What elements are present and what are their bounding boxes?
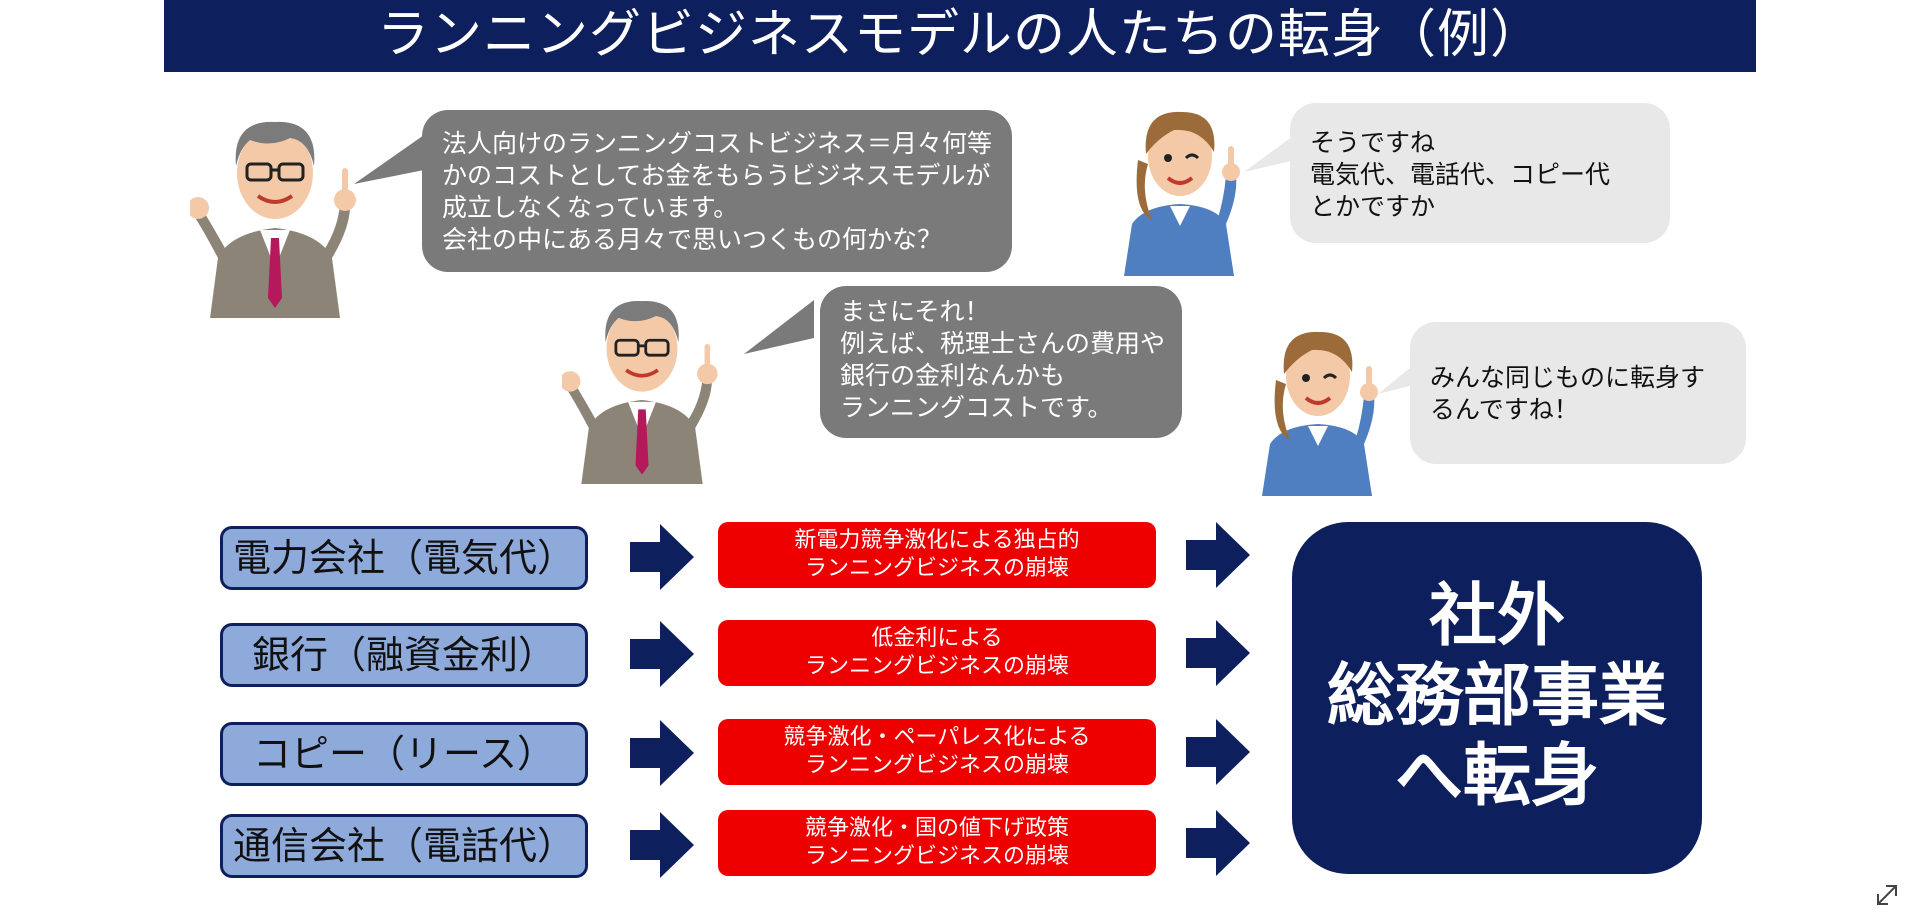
- page-title: ランニングビジネスモデルの人たちの転身（例）: [376, 5, 1543, 65]
- arrow-right-icon: [1186, 522, 1250, 588]
- cause-line: ランニングビジネスの崩壊: [804, 556, 1069, 581]
- cause-line: 新電力競争激化による独占的: [794, 528, 1080, 553]
- expand-icon[interactable]: [1874, 882, 1900, 908]
- source-box-electric: 電力会社（電気代）: [220, 526, 588, 590]
- bubble-line: 電気代、電話代、コピー代: [1310, 160, 1611, 189]
- arrow-right-icon: [630, 621, 694, 687]
- bubble-tail: [354, 128, 434, 184]
- speech-bubble-man-2: まさにそれ！ 例えば、税理士さんの費用や 銀行の金利なんかも ランニングコストで…: [820, 286, 1182, 438]
- arrow-right-icon: [630, 720, 694, 786]
- arrow-right-icon: [1186, 810, 1250, 876]
- bubble-line: 法人向けのランニングコストビジネス＝月々何等: [442, 129, 993, 158]
- businessman-pointing-icon: [190, 121, 356, 318]
- cause-line: 競争激化・ペーパレス化による: [783, 725, 1091, 750]
- arrow-right-icon: [630, 812, 694, 878]
- cause-box-copy: 競争激化・ペーパレス化による ランニングビジネスの崩壊: [718, 719, 1156, 785]
- cause-line: ランニングビジネスの崩壊: [804, 844, 1069, 869]
- businesswoman-pointing-icon: [1262, 331, 1378, 496]
- result-line: へ転身: [1394, 737, 1599, 816]
- arrow-right-icon: [1186, 620, 1250, 686]
- cause-line: 競争激化・国の値下げ政策: [804, 816, 1069, 841]
- businessman-pointing-icon: [562, 300, 718, 484]
- bubble-tail: [744, 300, 814, 354]
- source-box-bank: 銀行（融資金利）: [220, 623, 588, 687]
- speech-bubble-man-1: 法人向けのランニングコストビジネス＝月々何等 かのコストとしてお金をもらうビジネ…: [422, 110, 1012, 272]
- cause-line: 低金利による: [871, 626, 1003, 651]
- speech-bubble-woman-2: みんな同じものに転身す るんですね！: [1410, 322, 1746, 464]
- bubble-tail: [1244, 128, 1304, 172]
- bubble-line: 成立しなくなっています。: [442, 193, 739, 222]
- bubble-line: みんな同じものに転身す: [1430, 363, 1706, 392]
- bubble-line: ランニングコストです。: [840, 393, 1113, 422]
- source-box-telecom: 通信会社（電話代）: [220, 814, 588, 878]
- bubble-line: るんですね！: [1430, 395, 1579, 424]
- result-box: 社外 総務部事業 へ転身: [1292, 522, 1702, 874]
- cause-line: ランニングビジネスの崩壊: [804, 654, 1069, 679]
- bubble-line: 会社の中にある月々で思いつくもの何かな？: [442, 225, 943, 254]
- bubble-line: とかですか: [1310, 192, 1436, 221]
- cause-box-telecom: 競争激化・国の値下げ政策 ランニングビジネスの崩壊: [718, 810, 1156, 876]
- bubble-line: かのコストとしてお金をもらうビジネスモデルが: [442, 161, 991, 190]
- businesswoman-pointing-icon: [1124, 111, 1240, 276]
- bubble-line: 例えば、税理士さんの費用や: [840, 329, 1166, 358]
- source-box-copy: コピー（リース）: [220, 722, 588, 786]
- cause-line: ランニングビジネスの崩壊: [804, 753, 1069, 778]
- bubble-line: まさにそれ！: [840, 297, 990, 326]
- arrow-right-icon: [1186, 719, 1250, 785]
- speech-bubble-woman-1: そうですね 電気代、電話代、コピー代 とかですか: [1290, 103, 1670, 243]
- arrow-right-icon: [630, 524, 694, 590]
- result-line: 総務部事業: [1326, 657, 1667, 736]
- bubble-line: そうですね: [1310, 128, 1436, 157]
- result-line: 社外: [1428, 577, 1565, 656]
- title-bar: ランニングビジネスモデルの人たちの転身（例）: [164, 0, 1756, 72]
- cause-box-electric: 新電力競争激化による独占的 ランニングビジネスの崩壊: [718, 522, 1156, 588]
- slide: ランニングビジネスモデルの人たちの転身（例） 法人向けのランニングコストビジネス…: [164, 0, 1756, 889]
- bubble-line: 銀行の金利なんかも: [840, 361, 1066, 390]
- cause-box-bank: 低金利による ランニングビジネスの崩壊: [718, 620, 1156, 686]
